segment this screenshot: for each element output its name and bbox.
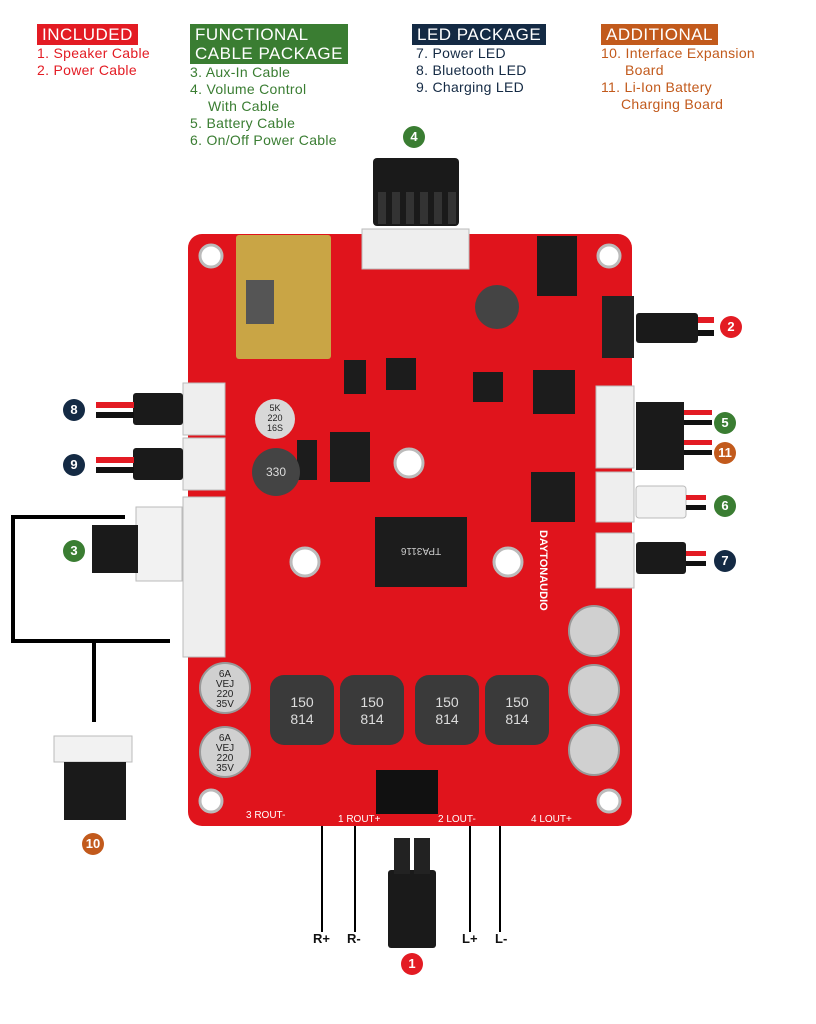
legend-functional-header-line1: FUNCTIONAL [195, 25, 309, 44]
badge-9: 9 [63, 454, 85, 476]
legend-item-power-cable: 2. Power Cable [37, 62, 137, 78]
ic-chips [297, 236, 577, 587]
cap-b-l1: 6A [219, 733, 232, 744]
badge-6: 6 [714, 495, 736, 517]
inductor-1-bottom: 814 [290, 711, 314, 727]
legend-item-volume-control: 4. Volume Control [190, 81, 307, 97]
right-headers [595, 385, 635, 589]
out-label-lout-minus: 2 LOUT- [438, 814, 476, 825]
cap-a-l2: VEJ [216, 679, 234, 690]
legend-led-header: LED PACKAGE [412, 24, 547, 45]
pin-label-l-minus: L- [495, 931, 508, 946]
legend-item-charging-led: 9. Charging LED [416, 79, 525, 95]
legend-item-li-ion-battery: 11. Li-Ion Battery [601, 79, 712, 95]
speaker-output-header [376, 770, 438, 814]
pin-label-r-plus: R+ [313, 931, 330, 946]
small-cap-label-2: 220 [267, 413, 282, 423]
badge-4: 4 [403, 126, 425, 148]
bluetooth-module [236, 235, 331, 359]
cable-battery [636, 402, 712, 470]
inductor-1-top: 150 [290, 694, 314, 710]
pin-label-l-plus: L+ [462, 931, 478, 946]
out-label-rout-minus: 3 ROUT- [246, 810, 285, 821]
badge-7: 7 [714, 550, 736, 572]
legend-item-on-off-power-cable: 6. On/Off Power Cable [190, 132, 337, 148]
legend-item-interface-expansion-cont: Board [625, 62, 664, 78]
brand-label: DAYTONAUDIO [537, 530, 549, 611]
cable-charging-led [96, 448, 183, 480]
cap-a-l3: 220 [217, 689, 234, 700]
top-header-connector [361, 228, 470, 270]
cap-a-l1: 6A [219, 669, 232, 680]
legend-item-battery-cable: 5. Battery Cable [190, 115, 296, 131]
inductor-2-top: 150 [360, 694, 384, 710]
power-inductors [270, 675, 549, 745]
inductor-4-top: 150 [505, 694, 529, 710]
cable-bluetooth-led [96, 393, 183, 425]
small-inductor-label: 330 [266, 465, 286, 479]
cable-power [636, 313, 714, 343]
mounting-holes [198, 243, 622, 814]
legend-item-bluetooth-led: 8. Bluetooth LED [416, 62, 527, 78]
inductor-3-top: 150 [435, 694, 459, 710]
legend-item-volume-control-cont: With Cable [208, 98, 280, 114]
legend-led: LED PACKAGE 7. Power LED 8. Bluetooth LE… [412, 24, 547, 96]
main-chip-label: TPA3116 [400, 545, 441, 556]
legend-functional-header-line2: CABLE PACKAGE [195, 44, 343, 63]
badge-1: 1 [401, 953, 423, 975]
cap-a-l4: 35V [216, 699, 234, 710]
legend-item-speaker-cable: 1. Speaker Cable [37, 45, 150, 61]
legend-functional-header: FUNCTIONAL CABLE PACKAGE [190, 24, 348, 64]
inductor-3-bottom: 814 [435, 711, 459, 727]
cap-b-l3: 220 [217, 753, 234, 764]
badge-3: 3 [63, 540, 85, 562]
output-labels: 3 ROUT- 1 ROUT+ 2 LOUT- 4 LOUT+ [246, 810, 572, 825]
badge-2: 2 [720, 316, 742, 338]
inductor-4-bottom: 814 [505, 711, 529, 727]
legend-included: INCLUDED 1. Speaker Cable 2. Power Cable [37, 24, 150, 79]
legend-item-interface-expansion: 10. Interface Expansion [601, 45, 755, 61]
legend-additional: ADDITIONAL 10. Interface Expansion Board… [601, 24, 755, 113]
legend-functional: FUNCTIONAL CABLE PACKAGE 3. Aux-In Cable… [190, 24, 348, 149]
cap-b-l2: VEJ [216, 743, 234, 754]
cable-on-off-power [635, 485, 706, 519]
badge-5: 5 [714, 412, 736, 434]
cable-power-led [636, 542, 706, 574]
interface-expansion-cable [53, 735, 133, 820]
cap-b-l4: 35V [216, 763, 234, 774]
aux-wire-bracket [11, 515, 170, 722]
legend-included-header: INCLUDED [37, 24, 138, 45]
out-label-lout-plus: 4 LOUT+ [531, 814, 572, 825]
badge-10: 10 [82, 833, 104, 855]
electrolytic-capacitors [199, 605, 620, 778]
badge-11: 11 [714, 442, 736, 464]
small-cap-label-3: 16S [267, 423, 283, 433]
small-cap-label-1: 5K [269, 403, 280, 413]
out-label-rout-plus: 1 ROUT+ [338, 814, 381, 825]
badge-8: 8 [63, 399, 85, 421]
pin-label-r-minus: R- [347, 931, 361, 946]
volume-control-connector [373, 158, 459, 226]
legend-item-power-led: 7. Power LED [416, 45, 506, 61]
legend-additional-header: ADDITIONAL [601, 24, 719, 45]
legend-item-aux-in-cable: 3. Aux-In Cable [190, 64, 291, 80]
inductor-2-bottom: 814 [360, 711, 384, 727]
power-input-connector [602, 296, 634, 358]
cable-aux-in [92, 506, 183, 582]
left-headers [182, 382, 226, 658]
speaker-cable-plug [388, 838, 436, 948]
legend-item-li-ion-battery-cont: Charging Board [621, 96, 724, 112]
